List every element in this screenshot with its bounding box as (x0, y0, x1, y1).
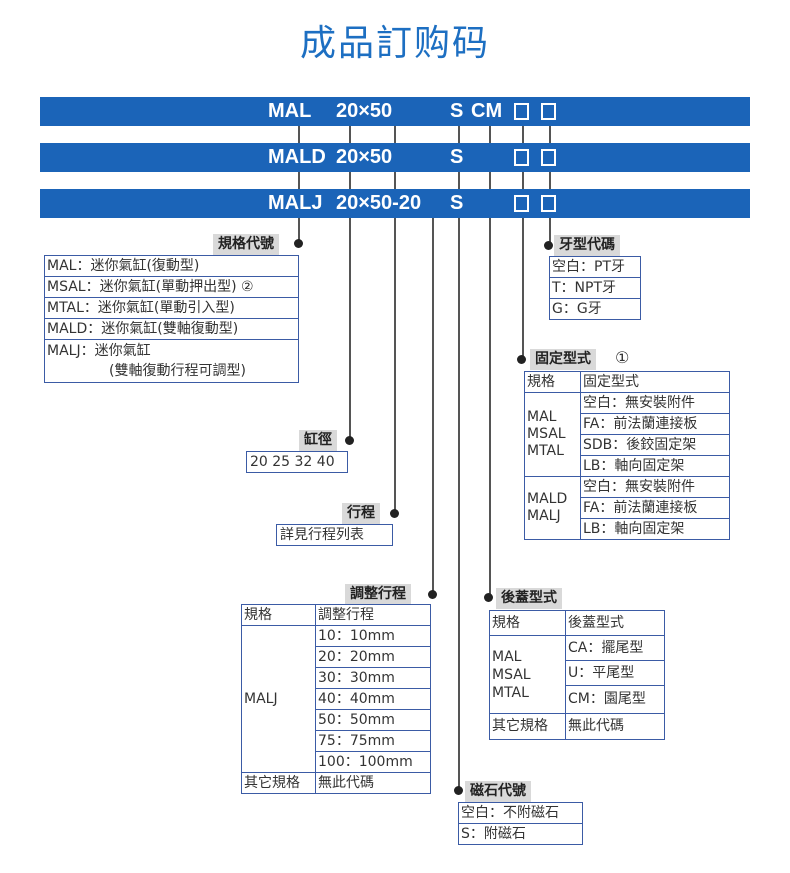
magnet-item: S：附磁石 (458, 823, 583, 845)
thread-item: G：G牙 (549, 298, 641, 320)
header-cell: 後蓋型式 (565, 610, 665, 636)
mount-placeholder-box (514, 195, 529, 212)
model-group: MAL MSAL MTAL (489, 635, 566, 714)
cover-label: 後蓋型式 (496, 588, 562, 609)
mount-placeholder-box (514, 149, 529, 166)
connector-line (432, 218, 434, 594)
thread-table: 空白：PT牙 T：NPT牙 G：G牙 (549, 256, 641, 320)
model-code: MAL (268, 100, 312, 122)
magnet-code: S (450, 146, 464, 168)
model-code: MALJ (268, 192, 323, 214)
model-group: MALJ (241, 625, 316, 773)
spec-table: MAL：迷你氣缸(復動型) MSAL：迷你氣缸(單動押出型) ② MTAL：迷你… (44, 255, 299, 383)
mount-item: LB：軸向固定架 (580, 518, 730, 540)
spec-item: MAL：迷你氣缸(復動型) (44, 255, 299, 277)
other-value: 無此代碼 (315, 772, 431, 794)
header-cell: 規格 (489, 610, 566, 636)
connector-line (458, 126, 460, 790)
magnet-table: 空白：不附磁石 S：附磁石 (458, 802, 583, 845)
spec-item: MSAL：迷你氣缸(單動押出型) ② (44, 276, 299, 298)
mount-placeholder-box (514, 103, 529, 120)
stroke-label: 行程 (342, 503, 380, 524)
connector-line (549, 126, 551, 243)
thread-placeholder-box (541, 149, 556, 166)
magnet-code: S (450, 100, 464, 122)
connector-dot (428, 590, 437, 599)
connector-dot (484, 593, 493, 602)
connector-line (349, 126, 351, 441)
magnet-item: 空白：不附磁石 (458, 802, 583, 824)
adjust-item: 30：30mm (315, 667, 431, 689)
other-spec: 其它規格 (489, 713, 566, 740)
spec-item-note: (雙軸復動行程可調型) (109, 363, 246, 379)
header-cell: 調整行程 (315, 604, 431, 626)
adjust-item: 40：40mm (315, 688, 431, 710)
connector-dot (345, 436, 354, 445)
mount-note: ① (615, 348, 630, 367)
other-value: 無此代碼 (565, 713, 665, 740)
cover-code: CM (471, 100, 503, 122)
mount-item: 空白：無安裝附件 (580, 476, 730, 498)
adjust-item: 20：20mm (315, 646, 431, 668)
size-code: 20×50-20 (336, 192, 422, 214)
cover-item: CA：擺尾型 (565, 635, 665, 661)
code-bar-mal: MAL 20×50 S CM (40, 97, 750, 126)
bore-values: 20 25 32 40 (246, 451, 348, 473)
connector-dot (294, 239, 303, 248)
model-code: MALD (268, 146, 326, 168)
thread-item: 空白：PT牙 (549, 256, 641, 278)
mount-item: LB：軸向固定架 (580, 455, 730, 477)
mount-item: FA：前法蘭連接板 (580, 497, 730, 519)
page-title: 成品訂购码 (299, 23, 490, 64)
thread-placeholder-box (541, 195, 556, 212)
adjust-label: 調整行程 (345, 584, 411, 605)
bore-label: 缸徑 (299, 430, 337, 451)
adjust-item: 100：100mm (315, 751, 431, 773)
code-bar-mald: MALD 20×50 S (40, 143, 750, 172)
other-spec: 其它規格 (241, 772, 316, 794)
size-code: 20×50 (336, 100, 393, 122)
connector-dot (544, 241, 553, 250)
model-group: MAL MSAL MTAL (524, 392, 581, 477)
code-bar-malj: MALJ 20×50-20 S (40, 189, 750, 218)
model-group: MALD MALJ (524, 476, 581, 540)
magnet-code: S (450, 192, 464, 214)
spec-item: MALD：迷你氣缸(雙軸復動型) (44, 318, 299, 340)
connector-line (522, 126, 524, 358)
size-code: 20×50 (336, 146, 393, 168)
header-cell: 規格 (524, 371, 581, 393)
thread-placeholder-box (541, 103, 556, 120)
connector-dot (454, 786, 463, 795)
stroke-value: 詳見行程列表 (276, 524, 393, 546)
connector-dot (517, 355, 526, 364)
adjust-item: 10：10mm (315, 625, 431, 647)
mount-item: 空白：無安裝附件 (580, 392, 730, 414)
header-cell: 固定型式 (580, 371, 730, 393)
adjust-item: 75：75mm (315, 730, 431, 752)
mount-item: FA：前法蘭連接板 (580, 413, 730, 435)
spec-item: MTAL：迷你氣缸(單動引入型) (44, 297, 299, 319)
mount-label: 固定型式 (530, 349, 596, 370)
cover-item: U：平尾型 (565, 660, 665, 686)
cover-item: CM：園尾型 (565, 685, 665, 714)
thread-item: T：NPT牙 (549, 277, 641, 299)
connector-line (489, 126, 491, 597)
connector-line (394, 126, 396, 513)
magnet-label: 磁石代號 (465, 781, 531, 802)
spec-label: 規格代號 (213, 234, 279, 255)
connector-line (298, 126, 300, 243)
connector-dot (390, 509, 399, 518)
spec-item: MALJ：迷你氣缸 (47, 343, 151, 359)
mount-item: SDB：後鉸固定架 (580, 434, 730, 456)
adjust-item: 50：50mm (315, 709, 431, 731)
header-cell: 規格 (241, 604, 316, 626)
thread-label: 牙型代碼 (554, 235, 620, 256)
